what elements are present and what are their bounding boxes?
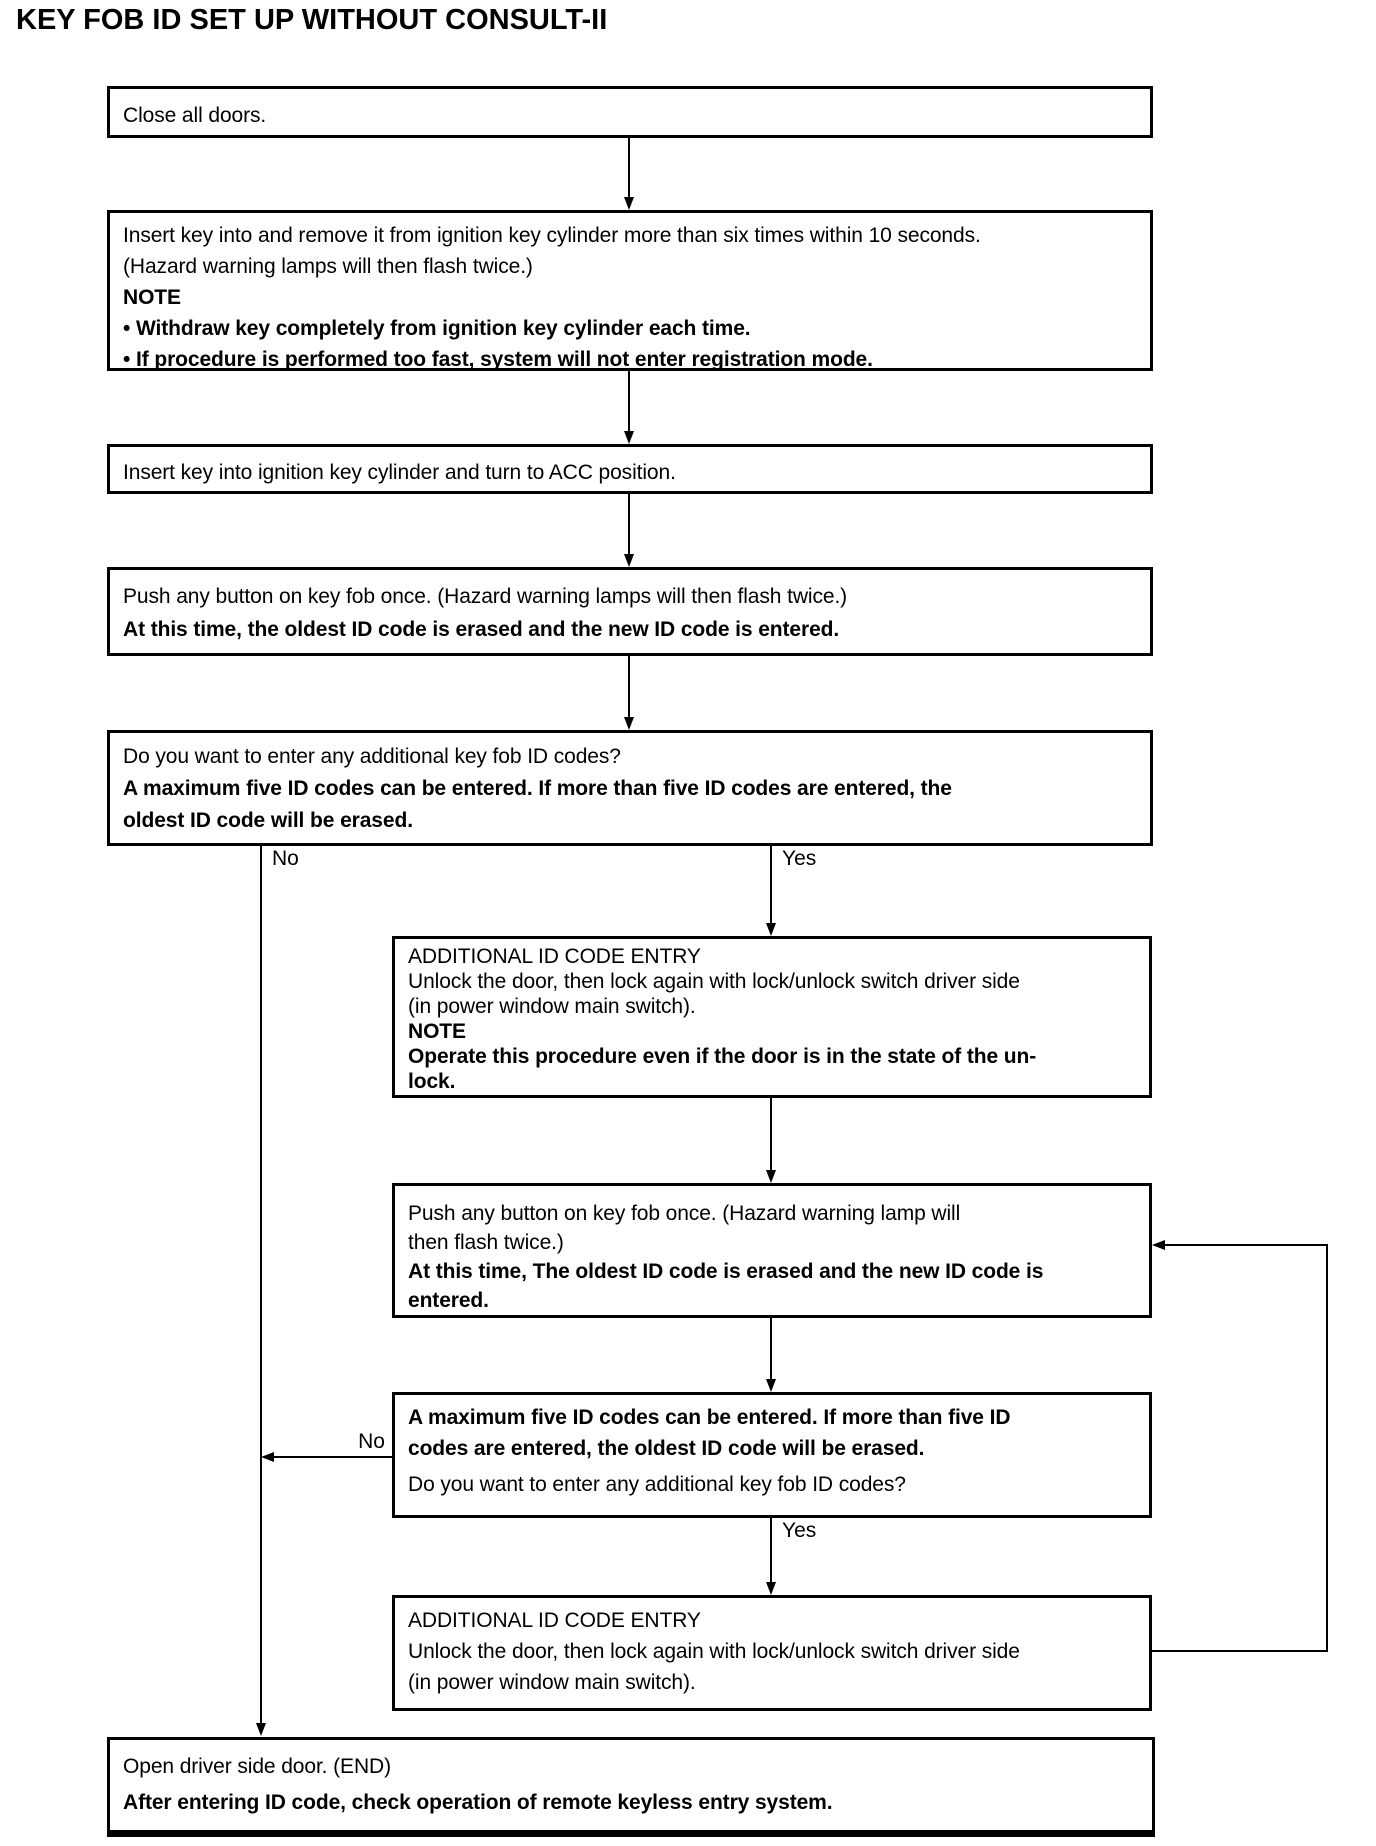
arrowhead-down-icon (624, 717, 634, 730)
flow-box-turn-acc: Insert key into ignition key cylinder an… (107, 444, 1153, 494)
flow-box-push-button-loop: Push any button on key fob once. (Hazard… (392, 1183, 1152, 1318)
flow-box-heading: ADDITIONAL ID CODE ENTRY (408, 945, 701, 968)
flow-box-text: Open driver side door. (END) (123, 1755, 391, 1778)
arrowhead-down-icon (766, 923, 776, 936)
connector-yes-branch-second (770, 1518, 772, 1583)
flow-box-close-doors: Close all doors. (107, 86, 1153, 138)
branch-label-yes-first: Yes (782, 847, 817, 870)
arrowhead-down-icon (624, 554, 634, 567)
flow-box-text: Push any button on key fob once. (Hazard… (123, 585, 848, 608)
connector-b7-b8 (770, 1318, 772, 1379)
arrowhead-down-icon (766, 1379, 776, 1392)
flow-box-decision-additional-codes-2: A maximum five ID codes can be entered. … (392, 1392, 1152, 1518)
connector-feedback-bottom (1152, 1650, 1328, 1652)
flow-box-push-button: Push any button on key fob once. (Hazard… (107, 567, 1153, 656)
flow-box-text: (in power window main switch). (408, 995, 696, 1018)
flow-box-end-open-door: Open driver side door. (END) After enter… (107, 1737, 1155, 1837)
connector-b2-b3 (628, 371, 630, 431)
flow-box-text: Push any button on key fob once. (Hazard… (408, 1202, 961, 1225)
arrowhead-down-icon (766, 1170, 776, 1183)
flow-box-note-heading: NOTE (123, 286, 181, 309)
arrowhead-down-icon (624, 197, 634, 210)
arrowhead-down-icon (766, 1582, 776, 1595)
flow-box-text: Do you want to enter any additional key … (408, 1473, 906, 1496)
flow-box-text: A maximum five ID codes can be entered. … (123, 777, 952, 800)
page-title: KEY FOB ID SET UP WITHOUT CONSULT-II (16, 4, 608, 36)
connector-b1-b2 (628, 138, 630, 198)
branch-label-yes-second: Yes (782, 1519, 817, 1542)
flow-box-additional-id-entry-1: ADDITIONAL ID CODE ENTRY Unlock the door… (392, 936, 1152, 1098)
flow-box-text: Operate this procedure even if the door … (408, 1045, 1037, 1068)
flow-box-text: A maximum five ID codes can be entered. … (408, 1406, 1011, 1429)
arrowhead-down-icon (624, 431, 634, 444)
flow-box-note-bullet: • Withdraw key completely from ignition … (123, 317, 751, 340)
connector-b4-b5 (628, 656, 630, 717)
flow-box-note-heading: NOTE (408, 1020, 466, 1043)
flow-box-note-bullet: • If procedure is performed too fast, sy… (123, 348, 873, 371)
flow-box-text: Do you want to enter any additional key … (123, 745, 621, 768)
connector-b6-b7 (770, 1098, 772, 1170)
flow-box-text: After entering ID code, check operation … (123, 1791, 833, 1814)
flow-box-text: codes are entered, the oldest ID code wi… (408, 1437, 925, 1460)
connector-feedback-vertical (1326, 1244, 1328, 1652)
arrowhead-left-icon (261, 1452, 274, 1462)
flow-box-decision-additional-codes: Do you want to enter any additional key … (107, 730, 1153, 846)
flow-box-text: (in power window main switch). (408, 1671, 696, 1694)
arrowhead-left-icon (1152, 1240, 1165, 1250)
branch-label-no-second: No (358, 1430, 385, 1453)
flow-box-additional-id-entry-2: ADDITIONAL ID CODE ENTRY Unlock the door… (392, 1595, 1152, 1711)
flow-box-text: At this time, The oldest ID code is eras… (408, 1260, 1044, 1283)
flow-box-text: Close all doors. (123, 104, 267, 127)
flow-box-text: then flash twice.) (408, 1231, 564, 1254)
connector-feedback-top (1165, 1244, 1328, 1246)
flow-box-text: oldest ID code will be erased. (123, 809, 413, 832)
flow-box-text: (Hazard warning lamps will then flash tw… (123, 255, 533, 278)
connector-no-branch-second (274, 1456, 392, 1458)
flow-box-heading: ADDITIONAL ID CODE ENTRY (408, 1609, 701, 1632)
connector-no-branch (260, 846, 262, 1723)
flow-box-text: lock. (408, 1070, 456, 1093)
arrowhead-down-icon (256, 1723, 266, 1736)
connector-b3-b4 (628, 494, 630, 554)
flow-box-text: Unlock the door, then lock again with lo… (408, 1640, 1020, 1663)
flow-box-text: Insert key into and remove it from ignit… (123, 224, 981, 247)
branch-label-no-first: No (272, 847, 299, 870)
flow-box-text: Unlock the door, then lock again with lo… (408, 970, 1020, 993)
flow-box-text: Insert key into ignition key cylinder an… (123, 461, 676, 484)
flow-box-text: entered. (408, 1289, 489, 1312)
connector-yes-branch-first (770, 846, 772, 924)
flow-box-text: At this time, the oldest ID code is eras… (123, 618, 840, 641)
flow-box-insert-remove-key: Insert key into and remove it from ignit… (107, 210, 1153, 371)
